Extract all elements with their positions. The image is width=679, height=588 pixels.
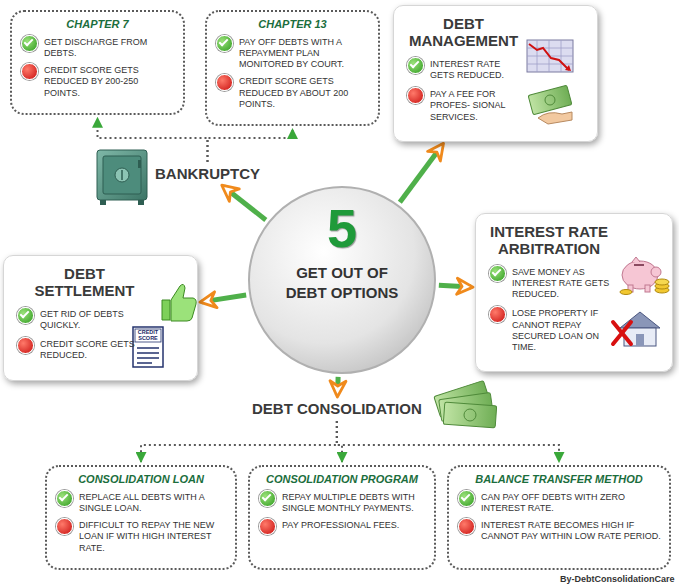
thumbs-up-icon — [162, 284, 196, 321]
safe-icon — [115, 168, 129, 182]
falling-chart-icon — [529, 44, 569, 70]
money-hand-icon — [528, 85, 572, 115]
falling-chart-icon — [527, 40, 573, 72]
money-hand-icon — [528, 85, 572, 124]
pro-item: SAVE MONEY AS INTEREST RATE GETS REDUCED… — [512, 267, 610, 301]
con-item: LOSE PROPERTY IF CANNOT REPAY SECURED LO… — [512, 308, 610, 353]
branch-connector — [141, 421, 337, 462]
piggy-bank-icon — [620, 257, 669, 295]
node-heading: CONSOLIDATION PROGRAM — [258, 473, 426, 486]
option-card: INTEREST RATE ARBITRATION SAVE MONEY AS I… — [475, 213, 673, 372]
node-heading: CHAPTER 13 — [215, 18, 370, 31]
category-label: DEBT CONSOLIDATION — [250, 399, 424, 419]
money-hand-icon — [545, 95, 555, 105]
safe-icon — [138, 200, 144, 205]
option-box: CONSOLIDATION PROGRAM REPAY MULTIPLE DEBT… — [248, 465, 436, 570]
option-arrow — [202, 295, 246, 302]
node-heading: CHAPTER 7 — [20, 18, 175, 31]
branch-connector — [98, 118, 208, 162]
center-title: GET OUT OF DEBT OPTIONS — [277, 263, 407, 302]
node-heading: INTEREST RATE ARBITRATION — [488, 223, 610, 258]
center-circle: 5GET OUT OF DEBT OPTIONS — [247, 185, 437, 375]
thumbs-up-icon — [162, 300, 170, 320]
falling-chart-icon — [527, 40, 573, 72]
document-label: CREDIT SCORE — [135, 330, 161, 342]
branch-connector — [208, 129, 293, 162]
node-heading: DEBT SETTLEMENT — [16, 265, 153, 300]
safe-icon — [103, 156, 141, 194]
option-arrow — [439, 285, 471, 287]
house-loss-icon — [613, 312, 660, 346]
con-item: CREDIT SCORE GETS REDUCED. — [40, 339, 153, 362]
falling-chart-icon — [527, 40, 573, 72]
credit-note: By-DebtConsolidationCare — [560, 574, 675, 584]
house-loss-icon — [636, 334, 644, 346]
con-item: DIFFICULT TO REPAY THE NEW LOAN IF WITH … — [79, 520, 227, 554]
house-loss-icon — [613, 322, 631, 344]
money-hand-icon — [538, 112, 572, 124]
piggy-bank-icon — [632, 257, 640, 262]
money-stack-icon — [434, 381, 497, 428]
branch-connector — [337, 421, 559, 462]
node-heading: BANKRUPTCY — [153, 164, 262, 184]
pro-item: CAN PAY OFF DEBTS WITH ZERO INTEREST RAT… — [481, 492, 661, 515]
safe-icon — [138, 160, 141, 168]
option-card: DEBT SETTLEMENT GET RID OF DEBTS QUICKLY.… — [3, 255, 198, 381]
con-item: PAY A FEE FOR PROFES- SIONAL SERVICES. — [430, 89, 521, 123]
safe-icon — [97, 150, 147, 200]
safe-icon — [97, 150, 147, 205]
node-heading: BALANCE TRANSFER METHOD — [457, 473, 661, 486]
pro-item: PAY OFF DEBTS WITH A REPAYMENT PLAN MONI… — [239, 37, 370, 71]
piggy-bank-icon — [645, 285, 650, 292]
credit-score-document-icon — [137, 348, 159, 363]
node-heading: DEBT MANAGEMENT — [406, 15, 521, 50]
option-count: 5 — [247, 201, 437, 255]
credit-score-document-icon — [133, 327, 163, 367]
option-box: CHAPTER 13 PAY OFF DEBTS WITH A REPAYMENT… — [205, 10, 380, 126]
node-heading: DEBT CONSOLIDATION — [250, 399, 424, 419]
piggy-bank-icon — [620, 290, 632, 295]
credit-score-document-icon — [135, 329, 161, 342]
node-heading: CONSOLIDATION LOAN — [55, 473, 227, 486]
pro-item: REPAY MULTIPLE DEBTS WITH SINGLE MONTHLY… — [282, 492, 426, 515]
option-arrow — [223, 186, 265, 219]
safe-icon — [100, 200, 106, 205]
option-box: BALANCE TRANSFER METHOD CAN PAY OFF DEBTS… — [447, 465, 671, 570]
money-stack-icon — [443, 402, 496, 428]
pro-item: REPLACE ALL DEBTS WITH A SINGLE LOAN. — [79, 492, 227, 515]
con-item: PAY PROFESSIONAL FEES. — [282, 520, 426, 531]
piggy-bank-icon — [651, 267, 661, 277]
thumbs-up-icon — [171, 284, 196, 321]
piggy-bank-icon — [655, 279, 669, 285]
falling-chart-icon — [565, 65, 571, 71]
money-stack-icon — [464, 409, 476, 421]
category-label: BANKRUPTCY — [153, 164, 262, 184]
option-box: CHAPTER 7 GET DISCHARGE FROM DEBTS. CREDIT… — [10, 10, 185, 115]
con-item: INTEREST RATE BECOMES HIGH IF CANNOT PAY… — [481, 520, 661, 543]
pro-item: GET RID OF DEBTS QUICKLY. — [40, 309, 153, 332]
option-arrow — [335, 377, 341, 395]
option-card: DEBT MANAGEMENT INTEREST RATE GETS REDUCE… — [393, 5, 598, 142]
pro-item: GET DISCHARGE FROM DEBTS. — [44, 37, 175, 60]
safe-icon — [121, 170, 123, 180]
piggy-bank-icon — [634, 264, 644, 266]
con-item: CREDIT SCORE GETS REDUCED BY ABOUT 200 P… — [239, 76, 370, 110]
con-item: CREDIT SCORE GETS REDUCED BY 200-250 POI… — [44, 65, 175, 99]
option-arrow — [400, 145, 442, 202]
credit-score-document-icon — [133, 327, 163, 367]
option-box: CONSOLIDATION LOAN REPLACE ALL DEBTS WITH… — [45, 465, 237, 570]
pro-item: INTEREST RATE GETS REDUCED. — [430, 59, 521, 82]
